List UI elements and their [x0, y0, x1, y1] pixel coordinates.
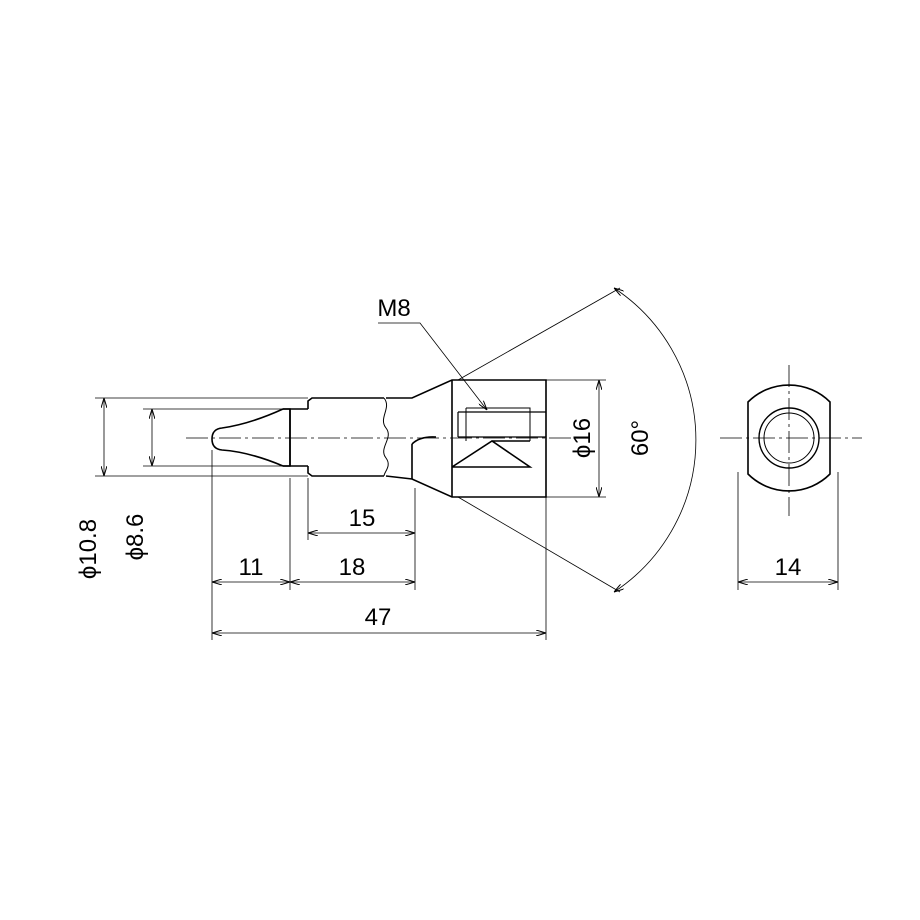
dim-arc-60: [614, 288, 697, 592]
label-dia-16: ϕ16: [569, 418, 596, 458]
side-view-part: [211, 379, 547, 498]
dimension-labels: ϕ10.8 ϕ8.6 ϕ16 60° 15 11 18 47 14 M8: [75, 295, 801, 631]
extension-lines: [95, 287, 839, 640]
label-len-15: 15: [349, 505, 376, 532]
dimension-lines: [104, 288, 838, 633]
thread-rect: [457, 411, 546, 438]
label-angle-60: 60°: [627, 420, 654, 456]
end-view-outline: [747, 384, 831, 492]
label-len-18: 18: [339, 554, 366, 581]
shaft-outline: [307, 397, 384, 477]
tip-outline: [211, 408, 291, 467]
thread-rect-inner: [465, 407, 531, 441]
chamfer-lines: [451, 440, 533, 468]
hex-body-lines: [411, 380, 453, 497]
label-width-14: 14: [775, 554, 802, 581]
label-thread-m8: M8: [377, 295, 410, 322]
shaft-cont-outline: [385, 379, 547, 498]
label-dia-10-8: ϕ10.8: [75, 519, 102, 579]
label-len-11: 11: [239, 554, 264, 581]
label-len-47: 47: [365, 604, 392, 631]
end-view-part: [747, 384, 831, 492]
break-line: [382, 397, 389, 477]
m8-leader: [378, 322, 487, 410]
neck-outline: [283, 408, 308, 467]
end-view-bore-outer: [758, 407, 820, 469]
label-dia-8-6: ϕ8.6: [122, 514, 149, 561]
end-view-bore-inner: [763, 412, 815, 464]
